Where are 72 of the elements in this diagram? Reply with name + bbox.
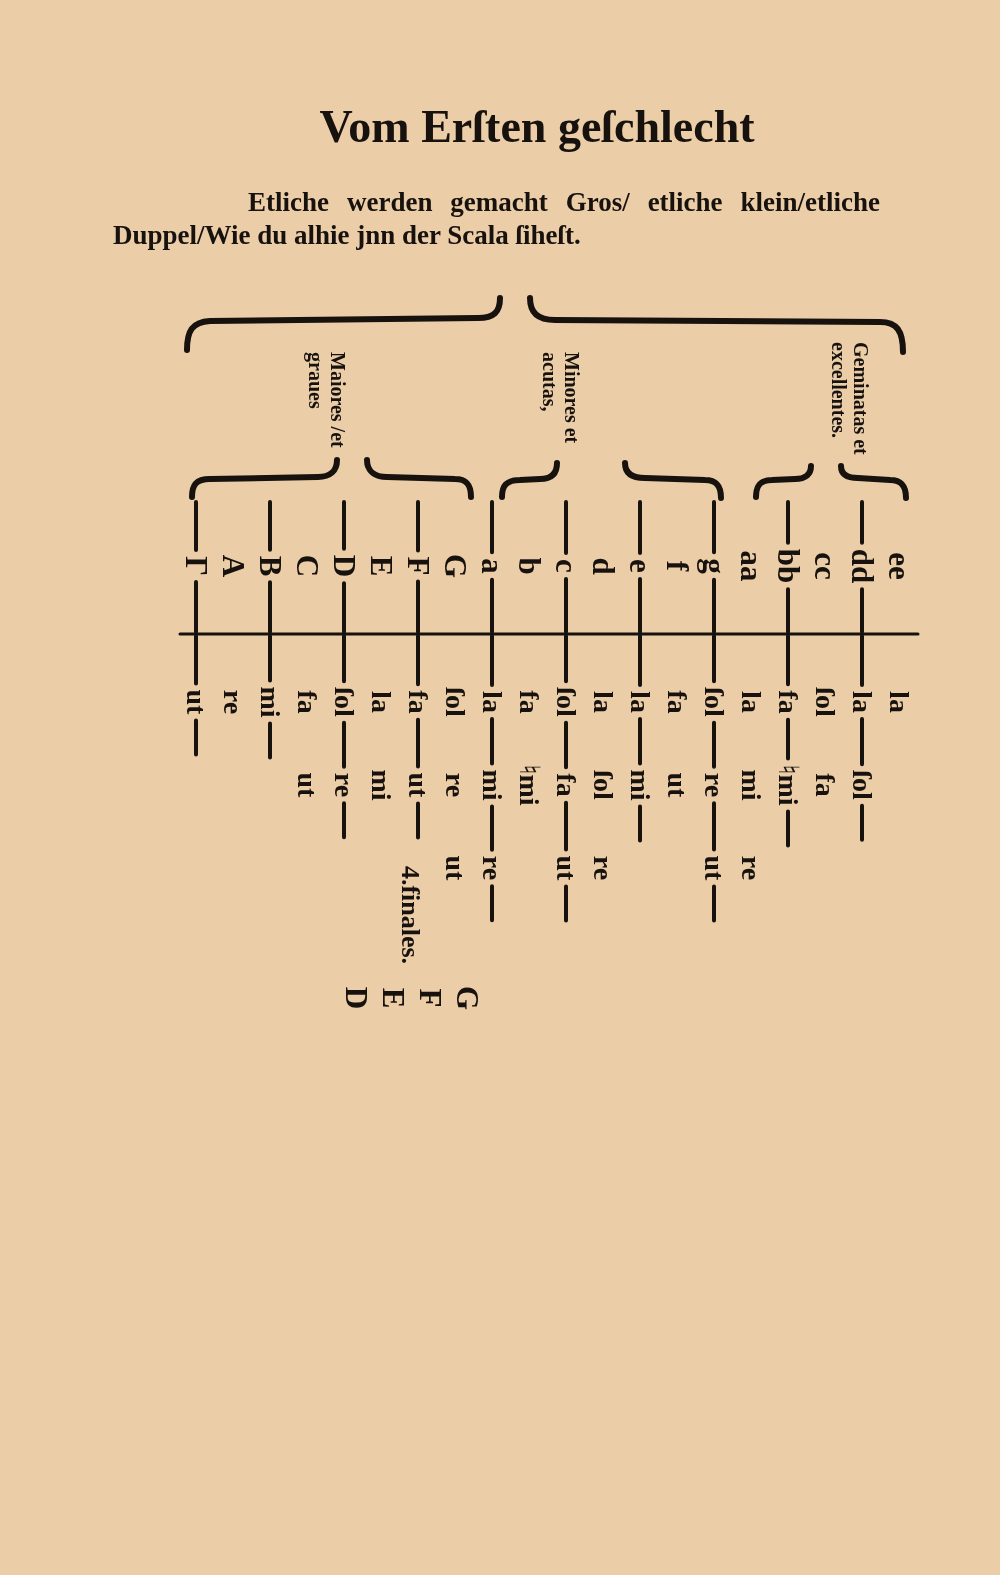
solmization-syllable: re	[478, 855, 506, 881]
solmization-syllable: ſol	[589, 770, 617, 800]
solmization-syllable: re	[219, 689, 247, 715]
solmization-syllable: la	[737, 691, 765, 713]
solmization-syllable: ſol	[848, 770, 876, 800]
pitch-letter: F	[402, 556, 434, 576]
pitch-letter: E	[365, 555, 397, 577]
solmization-syllable: ut	[700, 855, 728, 881]
solmization-syllable: mi	[367, 769, 395, 801]
pitch-letter: aa	[735, 550, 767, 582]
solmization-syllable: mi	[256, 686, 284, 718]
page-title: Vom Erſten geſchlecht	[318, 104, 756, 150]
solmization-syllable: ſol	[552, 687, 580, 717]
solmization-syllable: ut	[293, 772, 321, 798]
final-letter: F	[414, 988, 446, 1008]
solmization-syllable: re	[330, 772, 358, 798]
pitch-letter: dd	[846, 548, 878, 584]
solmization-syllable: ♮mi	[774, 764, 802, 806]
final-letter: G	[451, 985, 483, 1011]
pitch-letter: cc	[809, 552, 841, 580]
solmization-syllable: mi	[737, 769, 765, 801]
pitch-letter: G	[439, 553, 471, 579]
solmization-syllable: ſol	[441, 687, 469, 717]
solmization-syllable: ſol	[811, 687, 839, 717]
pitch-letter: bb	[772, 548, 804, 584]
group-label: Minores et acutas,	[539, 352, 583, 446]
group-label: Geminatas et excellentes.	[828, 342, 872, 457]
solmization-syllable: re	[441, 772, 469, 798]
solmization-syllable: mi	[478, 769, 506, 801]
pitch-letter: B	[254, 555, 286, 577]
solmization-syllable: re	[737, 855, 765, 881]
solmization-syllable: ſol	[700, 687, 728, 717]
solmization-syllable: la	[885, 691, 913, 713]
solmization-syllable: ut	[441, 855, 469, 881]
finals-label: 4.finales.	[397, 865, 423, 965]
solmization-syllable: ♮mi	[515, 764, 543, 806]
pitch-letter: d	[587, 557, 619, 575]
pitch-letter: a	[476, 558, 508, 574]
solmization-syllable: fa	[293, 690, 321, 714]
intro-paragraph: Etliche werden gemacht Gros/ etliche klein/etliche Duppel/Wie du alhie jnn der Scala ſiheſt.	[113, 186, 880, 252]
group-label: Maiores /et graues	[305, 352, 349, 450]
solmization-syllable: la	[848, 691, 876, 713]
pitch-letter: A	[217, 554, 249, 578]
pitch-letter: c	[550, 559, 582, 573]
solmization-syllable: ut	[404, 772, 432, 798]
solmization-syllable: la	[626, 691, 654, 713]
solmization-syllable: fa	[404, 690, 432, 714]
pitch-letter: g	[698, 558, 730, 574]
solmization-syllable: mi	[626, 769, 654, 801]
solmization-syllable: fa	[663, 690, 691, 714]
pitch-letter: Γ	[180, 556, 212, 576]
solmization-syllable: re	[589, 855, 617, 881]
solmization-syllable: ſol	[330, 687, 358, 717]
solmization-syllable: ut	[552, 855, 580, 881]
pitch-letter: ee	[883, 552, 915, 580]
pitch-letter: D	[328, 554, 360, 578]
solmization-syllable: la	[367, 691, 395, 713]
solmization-syllable: fa	[515, 690, 543, 714]
final-letter: E	[377, 987, 409, 1009]
solmization-syllable: la	[478, 691, 506, 713]
pitch-letter: f	[661, 560, 693, 572]
solmization-syllable: re	[700, 772, 728, 798]
solmization-syllable: fa	[811, 773, 839, 797]
solmization-syllable: fa	[552, 773, 580, 797]
final-letter: D	[340, 986, 372, 1010]
solmization-syllable: la	[589, 691, 617, 713]
solmization-syllable: fa	[774, 690, 802, 714]
solmization-syllable: ut	[182, 689, 210, 715]
pitch-letter: C	[291, 554, 323, 578]
pitch-letter: b	[513, 557, 545, 575]
pitch-letter: e	[624, 559, 656, 573]
solmization-syllable: ut	[663, 772, 691, 798]
